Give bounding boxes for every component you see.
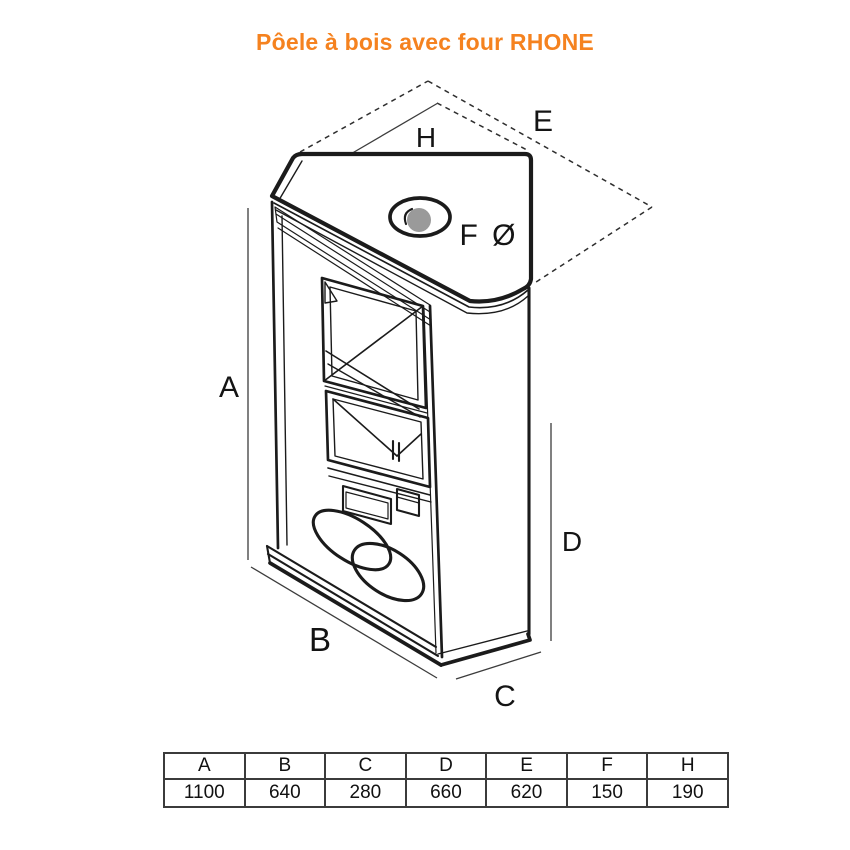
drawer-key-plate-line bbox=[396, 496, 420, 504]
plan-dashed-inner-bevel bbox=[436, 102, 528, 151]
scroll-ornament bbox=[311, 508, 426, 603]
plinth-top-line bbox=[265, 544, 438, 649]
table-header-cell: F bbox=[565, 752, 649, 780]
plinth-mid-line bbox=[266, 552, 440, 658]
dim-label-d: D bbox=[562, 526, 582, 557]
oven-shelf-line-1 bbox=[325, 350, 420, 410]
table-header-row: A B C D E F H bbox=[163, 752, 729, 780]
firebox-window bbox=[324, 389, 432, 503]
front-left-edge-outer bbox=[270, 200, 280, 550]
plan-dashed-lower-right-side bbox=[532, 206, 653, 285]
oven-window-frame bbox=[320, 276, 428, 410]
table-value-cell: 280 bbox=[324, 778, 407, 808]
top-plate-bevel-inner bbox=[278, 160, 303, 201]
dim-line-h bbox=[348, 102, 439, 156]
table-header-cell: A bbox=[163, 752, 246, 780]
table-header-cell: B bbox=[243, 752, 327, 780]
ash-drawer bbox=[341, 484, 421, 526]
plinth-left-cap bbox=[265, 544, 272, 565]
table-value-cell: 640 bbox=[243, 778, 327, 808]
top-plate-outline bbox=[269, 151, 534, 304]
firebox-bottom-rail-1 bbox=[327, 467, 431, 496]
firebox-bottom-rail-2 bbox=[328, 475, 432, 503]
dim-label-f-diameter: F Ø bbox=[460, 219, 519, 252]
dim-label-h: H bbox=[416, 122, 436, 153]
dim-label-a: A bbox=[219, 371, 239, 404]
firebox-diagonal-right bbox=[396, 433, 422, 457]
dim-label-b: B bbox=[309, 621, 331, 658]
table-value-cell: 1100 bbox=[163, 778, 246, 808]
flue-damper-hook-icon bbox=[403, 207, 414, 226]
firebox-window-inner-frame bbox=[332, 398, 424, 480]
dim-line-c bbox=[455, 651, 542, 680]
table-header-cell: E bbox=[485, 752, 568, 780]
flue-collar-icon bbox=[388, 196, 452, 238]
flue-hole-icon bbox=[407, 208, 431, 232]
stove-top-plate bbox=[269, 151, 534, 315]
oven-shelf-line-2 bbox=[327, 363, 421, 418]
oven-window-inner-frame bbox=[329, 286, 419, 401]
oven-window bbox=[320, 276, 428, 418]
dim-line-b bbox=[250, 566, 438, 679]
top-plate-underside-1 bbox=[273, 202, 529, 309]
table-value-cell: 190 bbox=[646, 778, 729, 808]
dim-label-e: E bbox=[533, 105, 553, 138]
frieze-band-mid-line bbox=[275, 213, 431, 313]
dimensions-table: A B C D E F H 1100 640 280 660 620 150 1… bbox=[163, 752, 729, 808]
dim-label-c: C bbox=[494, 680, 516, 713]
plan-dashed-left-side bbox=[299, 80, 429, 153]
front-frieze-band bbox=[274, 206, 432, 327]
top-plate-underside-2 bbox=[275, 209, 529, 315]
scroll-lower-lobe-icon bbox=[350, 541, 426, 603]
frieze-band-hatch bbox=[274, 206, 432, 321]
page-title: Pôele à bois avec four RHONE bbox=[256, 29, 594, 55]
table-value-cell: 620 bbox=[485, 778, 568, 808]
scroll-upper-lobe-icon bbox=[311, 508, 393, 572]
stove-body bbox=[265, 200, 532, 667]
frieze-band-lower-line bbox=[277, 227, 432, 327]
table-value-cell: 660 bbox=[404, 778, 488, 808]
dimension-lines bbox=[247, 208, 552, 680]
mid-rail-line bbox=[324, 385, 428, 414]
firebox-diagonal-left bbox=[332, 398, 398, 457]
drawer-plate-hatch bbox=[341, 484, 393, 526]
base-right-bottom-edge bbox=[439, 632, 532, 667]
table-header-cell: H bbox=[646, 752, 729, 780]
table-header-cell: D bbox=[404, 752, 488, 780]
drawer-plate-inner bbox=[345, 491, 389, 520]
plan-dashed-right-side bbox=[427, 80, 653, 208]
table-header-cell: C bbox=[324, 752, 407, 780]
table-value-cell: 150 bbox=[565, 778, 649, 808]
flue-outlet bbox=[388, 196, 452, 238]
firebox-window-frame bbox=[324, 389, 432, 489]
base-right-top-edge bbox=[437, 630, 528, 655]
front-right-edge-outer bbox=[428, 304, 444, 659]
plan-footprint-dashed bbox=[299, 80, 653, 285]
front-left-edge-inner bbox=[281, 215, 288, 546]
oven-diagonal-line bbox=[323, 305, 424, 382]
plinth-bottom-line bbox=[268, 561, 443, 667]
table-values-row: 1100 640 280 660 620 150 190 bbox=[163, 778, 729, 808]
oven-hinge-icon bbox=[324, 281, 338, 304]
drawer-key-plate bbox=[395, 487, 421, 518]
